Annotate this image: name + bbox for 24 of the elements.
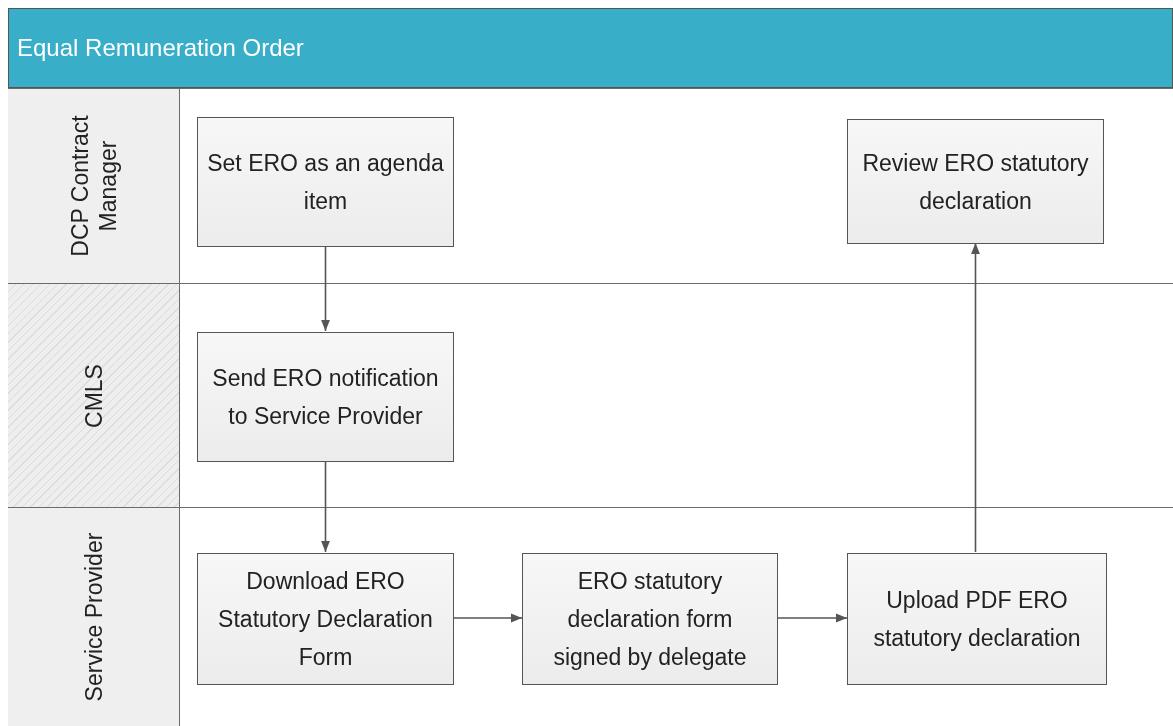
swimlane [8, 88, 1173, 283]
arrow [777, 613, 848, 623]
process-box [522, 553, 778, 685]
arrow [321, 460, 330, 553]
process-box [847, 119, 1104, 244]
arrow [453, 613, 523, 623]
swimlane [8, 283, 1173, 507]
lane-label: CMLS [79, 362, 108, 430]
process-label: Send ERO notification to Service Provider [211, 364, 440, 431]
process-label: Set ERO as an agenda item [206, 149, 445, 216]
arrow [321, 245, 330, 332]
swimlane [8, 507, 1173, 726]
lane-label: Service Provider [79, 532, 108, 702]
title: Equal Remuneration Order [17, 33, 304, 63]
arrow [971, 242, 980, 553]
process-label: Review ERO statutory declaration [861, 148, 1090, 216]
process-label: ERO statutory declaration form signed by delegate [552, 567, 748, 672]
process-box [197, 553, 454, 685]
process-label: Upload PDF ERO statutory declaration [872, 586, 1082, 653]
lane-label: DCP Contract Manager [65, 114, 122, 259]
process-box [197, 117, 454, 247]
process-label: Download ERO Statutory Declaration Form [217, 567, 434, 672]
process-box [197, 332, 454, 462]
process-box [847, 553, 1107, 685]
